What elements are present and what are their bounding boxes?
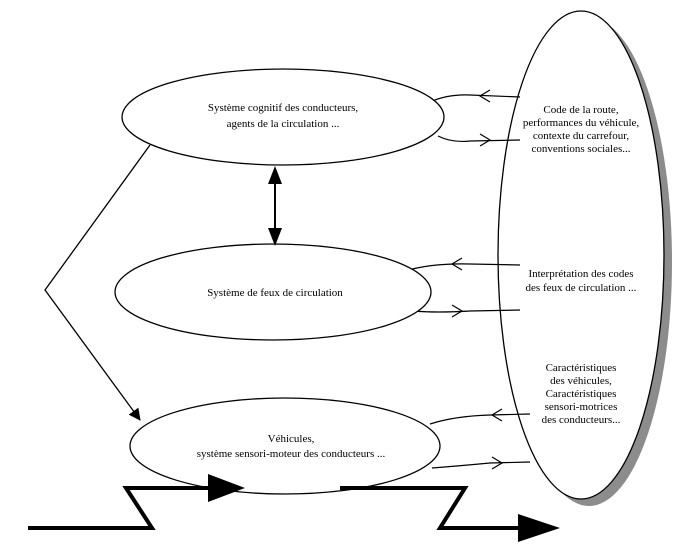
context-ellipse [497,10,665,500]
bottom-flow-arrows [28,474,560,542]
context-block-3-line-1: Caractéristiques [546,362,617,374]
context-block-1-line-2: performances du véhicule, [523,117,640,129]
node-lights-label: Système de feux de circulation [207,287,343,299]
node-traffic-lights [114,243,432,341]
node-vehicles [129,397,441,495]
feedback-loop-vehicles [429,408,531,470]
node-vehicles-label-line-1: Véhicules, [268,433,315,445]
node-cognitive-label-line-2: agents de la circulation ... [227,118,340,130]
context-block-1-line-4: conventions sociales... [532,143,631,155]
context-block-1-line-3: contexte du carrefour, [533,130,630,142]
node-vehicles-label-line-2: système sensori-moteur des conducteurs .… [197,448,386,460]
arrow-cognitive-to-vehicles [44,144,151,421]
double-arrow-cognitive-lights [268,166,282,246]
context-block-1-line-1: Code de la route, [543,104,618,116]
context-block-3-line-4: sensori-motrices [545,401,618,413]
context-block-2-line-1: Interprétation des codes [528,268,633,280]
context-block-2-line-2: des feux de circulation ... [526,282,637,294]
context-block-3-line-3: Caractéristiques [546,388,617,400]
context-block-3-line-5: des conducteurs... [542,414,621,426]
node-cognitive-system [121,68,445,166]
node-cognitive-label-line-1: Système cognitif des conducteurs, [208,102,359,114]
context-block-3-line-2: des véhicules, [550,375,612,387]
